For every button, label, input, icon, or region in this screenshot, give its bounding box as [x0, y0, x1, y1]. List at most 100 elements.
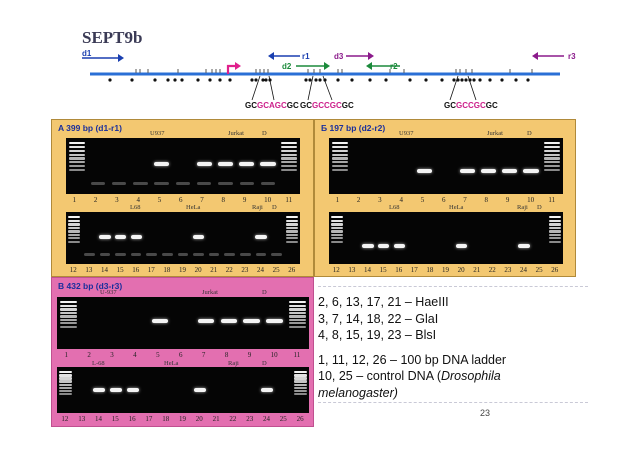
cell-d-b-bottom: D [537, 204, 542, 211]
primer-smear [177, 252, 189, 256]
ladder-band [281, 142, 298, 145]
lane-number: 10 [527, 196, 535, 204]
ladder-band [67, 230, 80, 233]
pcr-band [99, 235, 111, 240]
lane-number: 18 [163, 266, 171, 274]
ladder-band [331, 161, 348, 164]
lane-number: 15 [111, 415, 119, 423]
lane-number: 12 [69, 266, 77, 274]
ladder-band [294, 386, 307, 389]
lane-number: 3 [110, 351, 114, 359]
ladder-band [68, 161, 85, 164]
cell-hela-a: HeLa [186, 204, 201, 211]
site-1-mid: GCAGC [257, 101, 287, 110]
ladder-band [68, 168, 85, 171]
lane-number: 17 [410, 266, 418, 274]
site-2-mid: GCCGC [312, 101, 342, 110]
lane-number: 9 [247, 351, 252, 359]
ladder-band [68, 142, 85, 145]
ladder-band [281, 165, 298, 168]
cell-l68-a: L68 [130, 204, 141, 211]
ladder-band [286, 223, 299, 226]
ladder-band [294, 374, 307, 377]
ladder-band [549, 241, 562, 244]
cpg-dot [464, 78, 468, 82]
pcr-band [502, 168, 518, 173]
lane-number: 20 [195, 415, 203, 423]
cpg-dot [218, 78, 222, 82]
cell-raji-b: Raji [517, 204, 528, 211]
ladder-band [544, 153, 561, 156]
ladder-band [294, 371, 307, 374]
cpg-dot [308, 78, 312, 82]
primer-d2: d2 [282, 62, 330, 71]
site-1-pre: GC [245, 101, 257, 110]
lane-number: 9 [505, 196, 510, 204]
pcr-band [197, 318, 215, 323]
ladder-band [281, 168, 298, 171]
legend-line-3: 4, 8, 15, 19, 23 – BlsI [318, 328, 437, 342]
cpg-dot [264, 78, 268, 82]
cell-u937-b: U937 [399, 130, 414, 137]
primer-smear [271, 252, 282, 256]
ladder-band [330, 219, 343, 222]
ladder-band [59, 393, 72, 396]
ladder-band [67, 237, 80, 240]
primer-smear [90, 181, 106, 185]
lane-number: 24 [520, 266, 527, 274]
gene-map: d1 r1 d2 d3 r2 r3 [82, 49, 576, 101]
primer-smear [115, 252, 126, 256]
ladder-band [288, 326, 307, 329]
ladder-band [68, 157, 85, 160]
primer-label-r3: r3 [568, 52, 576, 61]
cpg-dot [368, 78, 372, 82]
ladder-band [59, 374, 72, 377]
ladder-band [286, 237, 299, 240]
lane-number: 21 [210, 266, 218, 274]
ladder-band [68, 153, 85, 156]
cpg-dot [108, 78, 112, 82]
primer-smear [193, 252, 204, 256]
lane-number: 25 [279, 415, 287, 423]
cpg-dot [166, 78, 170, 82]
ladder-band [549, 219, 562, 222]
lane-number: 11 [285, 196, 293, 204]
pcr-band [217, 161, 234, 166]
lane-number: 22 [488, 266, 496, 274]
ladder-band [286, 226, 299, 230]
pcr-band [266, 318, 283, 323]
panel-a-label: A 399 bp (d1-r1) [58, 123, 122, 133]
primer-smear [84, 252, 95, 256]
primer-smear [175, 181, 191, 185]
ladder-band [281, 157, 298, 160]
site-gcagc: GCGCAGCGC [245, 101, 299, 110]
lane-number: 8 [484, 196, 489, 204]
site-gccgc-2: GCGCCGCGC [444, 101, 498, 110]
ladder-band [330, 241, 343, 244]
lane-number: 3 [115, 196, 119, 204]
lane-number: 4 [133, 351, 137, 359]
lane-number: 19 [179, 415, 186, 423]
ladder-band [294, 389, 307, 392]
cell-d-a-bottom: D [272, 204, 277, 211]
pcr-band [523, 168, 539, 173]
cell-d-a: D [262, 130, 267, 137]
cpg-dot [196, 78, 200, 82]
lane-number: 17 [145, 415, 153, 423]
lane-number: 6 [179, 351, 183, 359]
site-callout-lines [251, 75, 477, 101]
ladder-band [67, 219, 80, 222]
legend-line-5: 1, 11, 12, 26 – 100 bp DNA ladder [318, 352, 507, 367]
lane-number: 20 [457, 266, 465, 274]
lane-number: 11 [293, 351, 301, 359]
legend-line-6-text: 10, 25 – control DNA (Drosophila [318, 369, 501, 383]
ladder-band [59, 315, 78, 318]
ladder-band [331, 157, 348, 160]
cpg-dot [336, 78, 340, 82]
ladder-band [59, 380, 72, 383]
lane-number: 2 [356, 196, 361, 204]
lane-number: 15 [116, 266, 124, 274]
legend-line-6: 10, 25 – control DNA (Drosophila [318, 368, 506, 385]
